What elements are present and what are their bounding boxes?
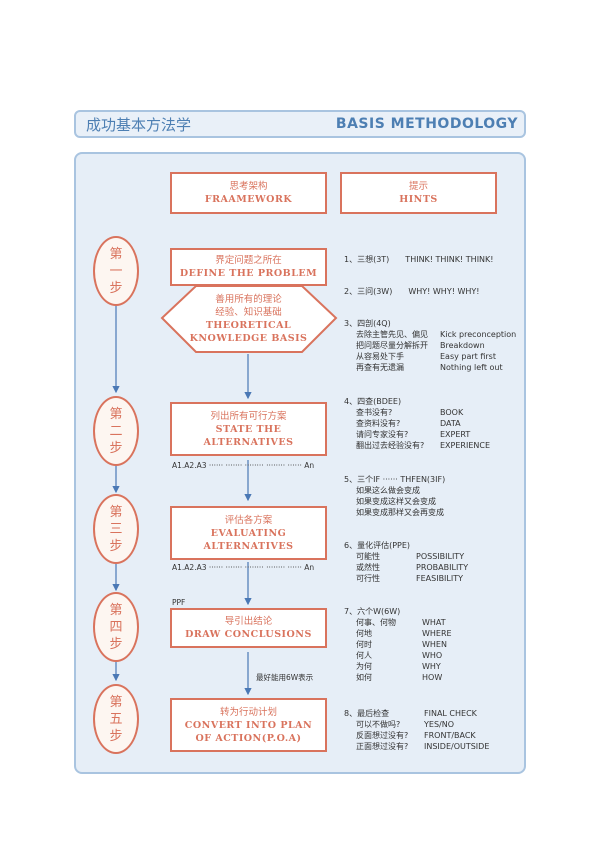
six-w-note: 最好能用6W表示 (256, 673, 314, 682)
evaluating-alternatives-box: 评估各方案 EVALUATING ALTERNATIVES (170, 506, 327, 560)
hints-header-cn: 提示 (408, 181, 428, 192)
convert-plan-box: 转为行动计划 CONVERT INTO PLAN OF ACTION(P.O.A… (170, 698, 327, 752)
hint-1: 1、三想(3T) THINK! THINK! THINK! (344, 255, 494, 264)
alternatives-sequence-1: A1.A2.A3 ······ ······· ········ ·······… (172, 461, 315, 470)
hints-header: 提示 HINTS (340, 172, 497, 214)
ppf-label: PPF (172, 598, 186, 607)
theory-hexagon (160, 285, 338, 353)
hint-2: 2、三问(3W) WHY! WHY! WHY! (344, 287, 480, 296)
framework-header: 思考架构 FRAAMEWORK (170, 172, 327, 214)
step-oval-1: 第一步 (93, 236, 139, 306)
step-oval-5: 第五步 (93, 684, 139, 754)
hints-header-en: HINTS (399, 194, 438, 205)
step-oval-2: 第二步 (93, 396, 139, 466)
header-title-cn: 成功基本方法学 (86, 116, 192, 134)
step-oval-3: 第三步 (93, 494, 139, 564)
state-alternatives-box: 列出所有可行方案 STATE THE ALTERNATIVES (170, 402, 327, 456)
alternatives-sequence-2: A1.A2.A3 ······ ······· ········ ·······… (172, 563, 315, 572)
theory-box: 善用所有的理论 经验、知识基础 THEORETICAL KNOWLEDGE BA… (189, 294, 308, 344)
framework-header-en: FRAAMEWORK (204, 194, 293, 205)
step-oval-4: 第四步 (93, 592, 139, 662)
define-problem-box: 界定问题之所在 DEFINE THE PROBLEM (170, 248, 327, 286)
framework-header-cn: 思考架构 (229, 181, 268, 192)
header-title-en: BASIS METHODOLOGY (335, 116, 518, 132)
hint-4: 4、四查(BDEE) 查书没有?BOOK 查资料没有?DATA 请问专家没有?E… (344, 397, 491, 450)
draw-conclusions-box: 导引出结论 DRAW CONCLUSIONS (170, 608, 327, 648)
header-bar (74, 110, 526, 138)
hint-5: 5、三个IF ······ THFEN(3IF) 如果这么做会变成 如果变成这样… (344, 475, 446, 517)
